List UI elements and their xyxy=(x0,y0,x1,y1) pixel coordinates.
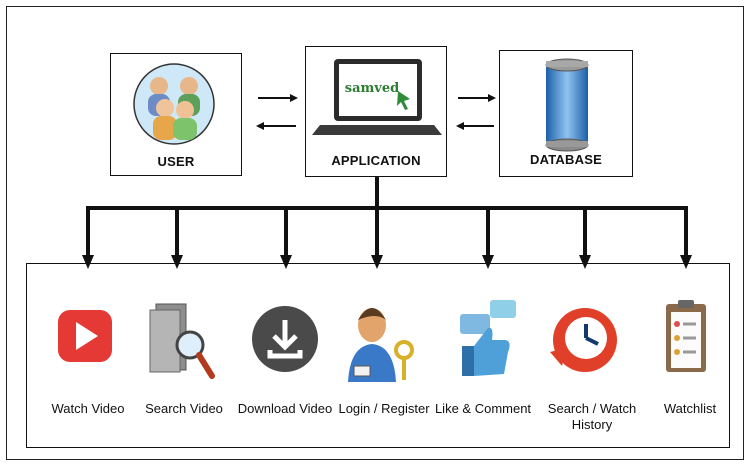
application-box: samved APPLICATION xyxy=(305,46,447,177)
laptop-icon xyxy=(312,59,442,135)
feature-label-login-register: Login / Register xyxy=(338,401,430,416)
samved-screen-text: samved xyxy=(344,81,400,96)
user-box: USER xyxy=(110,53,242,176)
feature-label-like-comment: Like & Comment xyxy=(434,401,532,416)
database-label: DATABASE xyxy=(530,152,602,167)
diagram-frame xyxy=(6,6,744,460)
feature-label-search-watch-history: Search / Watch History xyxy=(547,401,637,432)
application-label: APPLICATION xyxy=(331,153,421,168)
database-cylinder-icon xyxy=(545,58,589,152)
feature-label-watchlist: Watchlist xyxy=(663,401,717,416)
feature-label-download-video: Download Video xyxy=(237,401,333,416)
feature-label-watch-video: Watch Video xyxy=(51,401,125,416)
database-box: DATABASE xyxy=(499,50,633,177)
feature-label-search-video: Search Video xyxy=(145,401,223,416)
user-label: USER xyxy=(157,154,195,169)
features-box xyxy=(26,263,730,448)
user-group-icon xyxy=(133,63,215,145)
